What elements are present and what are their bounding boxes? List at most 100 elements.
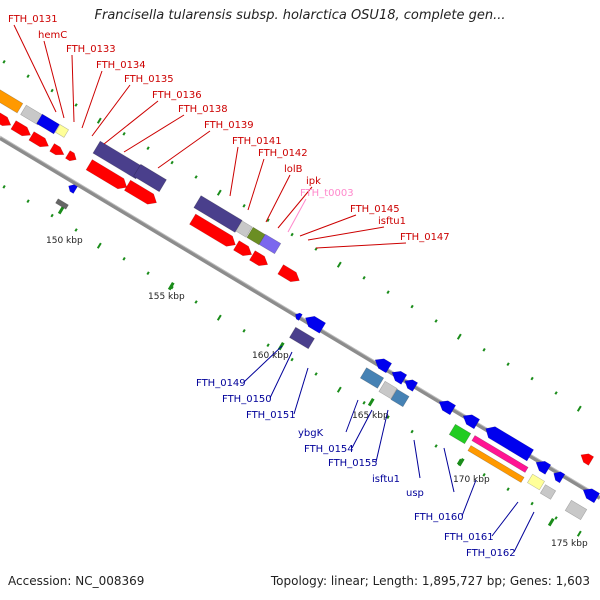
gene-label[interactable]: FTH_0147	[400, 232, 450, 243]
scale-tick	[242, 204, 246, 208]
gene-label[interactable]: FTH_0138	[178, 104, 228, 115]
scale-major-tick	[547, 517, 555, 527]
feature-gray-small[interactable]	[55, 198, 69, 210]
gene-label[interactable]: usp	[406, 488, 424, 499]
feature-gray[interactable]	[235, 220, 253, 238]
gene-label[interactable]: FTH_0134	[96, 60, 146, 71]
gene-label[interactable]: lolB	[284, 164, 303, 175]
feature-purple[interactable]	[133, 163, 167, 193]
gene-label[interactable]: FTH_0151	[246, 410, 296, 421]
gene-label[interactable]: FTH_0161	[444, 532, 494, 543]
leader-line	[461, 479, 477, 517]
scale-tick	[96, 117, 102, 124]
feature-blue-arrow[interactable]	[302, 313, 327, 334]
gene-label[interactable]: FTH_0142	[258, 148, 308, 159]
feature-blue-arrow[interactable]	[533, 458, 552, 475]
scale-tick	[314, 372, 318, 376]
gene-label[interactable]: FTH_0155	[328, 458, 378, 469]
scale-tick	[146, 146, 150, 151]
leader-line	[299, 214, 357, 237]
feature-red-arrow[interactable]	[249, 250, 270, 270]
scale-tick	[2, 59, 6, 64]
feature-yellow[interactable]	[527, 473, 545, 491]
leader-line	[345, 399, 359, 433]
feature-magenta[interactable]	[471, 435, 529, 473]
feature-blue[interactable]	[36, 113, 60, 135]
feature-orange[interactable]	[0, 88, 24, 114]
gene-label[interactable]: FTH_0145	[350, 204, 400, 215]
leader-line	[71, 54, 75, 123]
scale-tick	[554, 391, 558, 395]
feature-blue-arrow[interactable]	[460, 411, 481, 430]
feature-orange[interactable]	[467, 445, 525, 483]
gene-label[interactable]: FTH_0162	[466, 548, 516, 559]
gene-label[interactable]: FTH_0133	[66, 44, 116, 55]
leader-line	[229, 146, 239, 197]
gene-label[interactable]: hemC	[38, 30, 67, 41]
scale-tick	[506, 362, 510, 367]
genome-stats-label: Topology: linear; Length: 1,895,727 bp; …	[270, 574, 590, 588]
gene-label[interactable]: FTH_0141	[232, 136, 282, 147]
feature-olive[interactable]	[246, 226, 266, 246]
feature-blue-arrow[interactable]	[436, 397, 457, 416]
feature-red-arrow[interactable]	[233, 240, 254, 260]
gene-label[interactable]: FTH_0139	[204, 120, 254, 131]
scale-tick	[290, 357, 294, 362]
feature-yellow[interactable]	[54, 124, 70, 138]
leader-line	[103, 100, 159, 145]
gene-label[interactable]: isftu1	[372, 474, 400, 485]
feature-red-arrow[interactable]	[578, 451, 595, 466]
feature-red-arrow[interactable]	[10, 120, 33, 140]
gene-label[interactable]: FTH_0131	[8, 14, 58, 25]
feature-green[interactable]	[448, 423, 472, 445]
gene-label[interactable]: ybgK	[298, 428, 324, 439]
feature-red-arrow[interactable]	[123, 179, 159, 208]
gene-label[interactable]: ipk	[306, 176, 321, 187]
feature-purple[interactable]	[193, 195, 243, 233]
gene-label[interactable]: FTH_0160	[414, 512, 464, 523]
feature-blue-arrow[interactable]	[402, 377, 419, 392]
feature-red-arrow[interactable]	[85, 159, 130, 193]
feature-red-arrow[interactable]	[28, 131, 51, 151]
leader-line	[293, 367, 309, 415]
scale-tick	[456, 458, 462, 465]
scale-tick	[434, 444, 438, 448]
feature-blue-arrow[interactable]	[389, 368, 408, 385]
feature-steel[interactable]	[359, 367, 385, 389]
feature-purple[interactable]	[289, 326, 315, 350]
feature-steel[interactable]	[390, 388, 410, 408]
leader-line	[491, 501, 519, 537]
feature-gray[interactable]	[539, 484, 557, 500]
gene-label[interactable]: FTH_0154	[304, 444, 354, 455]
gene-label[interactable]: FTH_0135	[124, 74, 174, 85]
feature-red-arrow[interactable]	[65, 150, 78, 164]
gene-label[interactable]: FTH_0149	[196, 378, 246, 389]
feature-red-arrow[interactable]	[277, 264, 303, 286]
feature-red-arrow[interactable]	[189, 213, 238, 250]
gene-label[interactable]: isftu1	[378, 216, 406, 227]
feature-blue-arrow[interactable]	[372, 355, 393, 374]
gene-label[interactable]: FTH_0136	[152, 90, 202, 101]
feature-lavender[interactable]	[258, 233, 282, 255]
feature-gray[interactable]	[564, 499, 588, 521]
feature-blue-arrow[interactable]	[580, 485, 600, 504]
feature-blue-arrow[interactable]	[482, 423, 534, 462]
feature-blue-arrow[interactable]	[294, 311, 303, 321]
feature-blue-arrow[interactable]	[551, 469, 566, 484]
feature-gray[interactable]	[378, 380, 398, 400]
scale-tick	[336, 261, 342, 268]
feature-red-arrow[interactable]	[49, 143, 67, 159]
features[interactable]	[0, 88, 600, 521]
top-labels[interactable]: FTH_0131 hemC FTH_0133FTH_0134FTH_0135FTH_…	[8, 14, 450, 243]
scale-label: 150 kbp	[46, 236, 83, 246]
scale-tick	[26, 74, 30, 79]
feature-red-arrow[interactable]	[0, 112, 13, 130]
scale-tick	[122, 256, 126, 261]
gene-label[interactable]: FTH_0150	[222, 394, 272, 405]
gene-label[interactable]: FTH_t0003	[300, 188, 354, 199]
feature-blue-arrow[interactable]	[67, 183, 78, 194]
scale-tick	[50, 88, 54, 93]
